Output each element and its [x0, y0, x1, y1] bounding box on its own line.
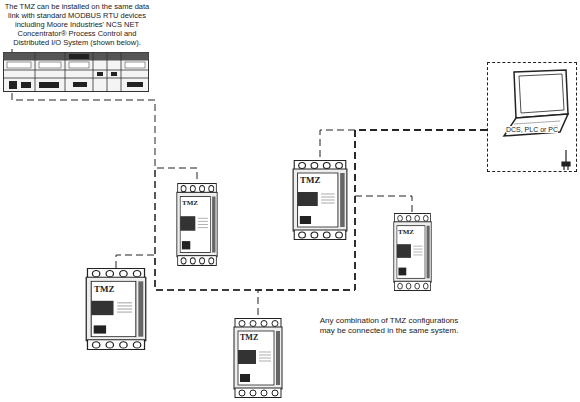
data-link-line: [320, 130, 487, 160]
tmz-module: TMZ: [233, 318, 283, 398]
laptop-illustration: [500, 66, 578, 176]
data-link-line: [155, 130, 487, 290]
data-link-line: [116, 130, 487, 290]
host-dashed-box: DCS, PLC or PC: [487, 62, 577, 172]
tmz-module: TMZ: [393, 213, 432, 291]
tmz-module: TMZ: [292, 160, 348, 240]
tmz-module-drawing: [176, 183, 218, 266]
tmz-module-drawing: [292, 160, 348, 240]
ncs-rack-illustration: [3, 52, 149, 92]
note-text: Any combination of TMZ configurations ma…: [318, 316, 460, 335]
tmz-module: TMZ: [85, 268, 147, 350]
data-link-line: [258, 130, 487, 318]
tmz-module-drawing: [85, 268, 147, 350]
tmz-module-drawing: [233, 318, 283, 398]
data-link-line: [12, 47, 487, 290]
tmz-module-drawing: [393, 213, 432, 291]
data-link-line: [355, 130, 487, 213]
module-name: TMZ: [182, 199, 198, 207]
note-text: The TMZ can be installed on the same dat…: [2, 2, 152, 47]
host-label: DCS, PLC or PC: [506, 126, 558, 133]
module-name: TMZ: [240, 333, 258, 342]
ncs-system-node: The TMZ can be installed on the same dat…: [2, 2, 152, 47]
module-name: TMZ: [94, 284, 115, 294]
module-name: TMZ: [300, 175, 321, 185]
module-name: TMZ: [398, 228, 414, 236]
tmz-module: TMZ: [176, 183, 218, 266]
